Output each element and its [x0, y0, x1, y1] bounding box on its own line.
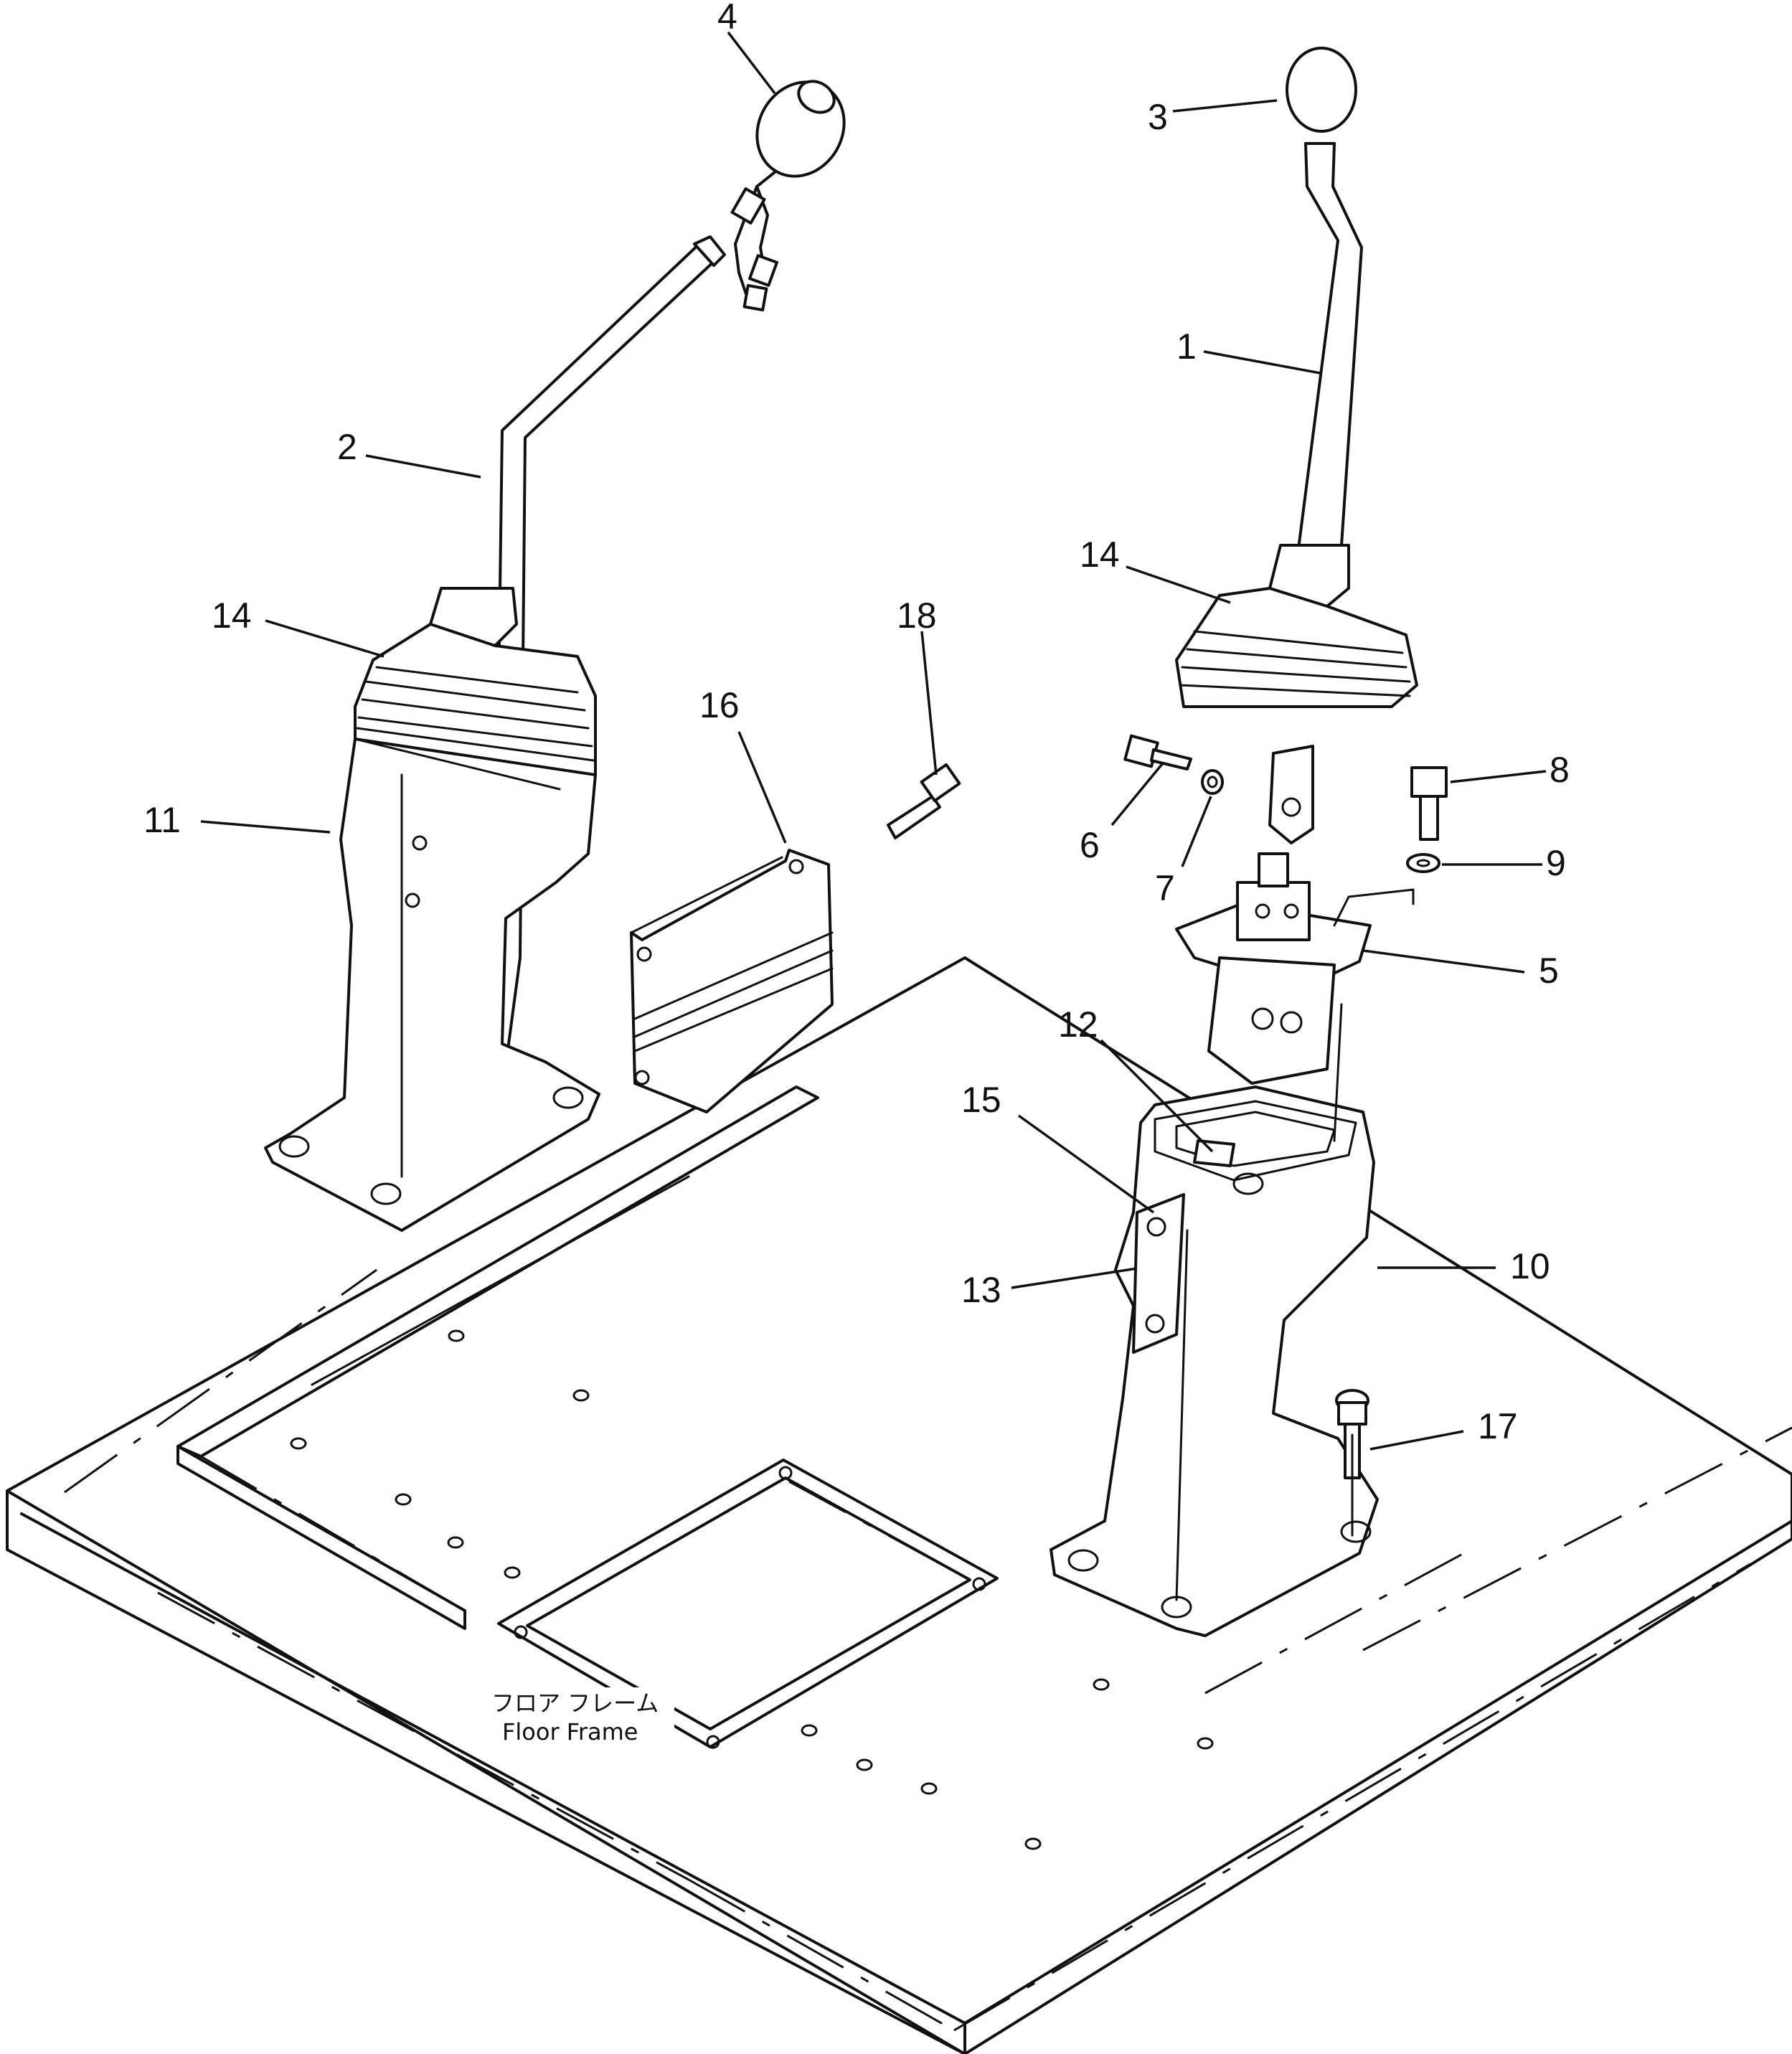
floor-frame-label-en: Floor Frame: [502, 1718, 638, 1746]
part-label-12: 12: [1058, 1004, 1098, 1045]
part-label-18: 17: [1478, 1406, 1518, 1446]
part-label-6: 6: [1080, 825, 1100, 865]
part-label-14-left: 14: [212, 595, 252, 636]
floor-frame-label-jp: フロア フレーム: [491, 1690, 659, 1717]
left-lever-assembly: [264, 80, 846, 1232]
part-label-1: 1: [1176, 326, 1197, 367]
floor-frame-plate: [6, 956, 1792, 2054]
leader-lines: [200, 31, 1547, 1451]
part-label-9: 9: [1546, 843, 1566, 883]
housing-left: [264, 738, 600, 1232]
knob-with-switch: [730, 80, 846, 312]
mounting-holes: [290, 1329, 1214, 1850]
right-lever-assembly: [1050, 47, 1448, 1637]
boot-right: [1175, 544, 1418, 708]
bolt-17: [887, 763, 961, 839]
part-label-7: 7: [1155, 868, 1175, 908]
part-label-14-right: 14: [1080, 534, 1120, 575]
part-label-15: 15: [961, 1080, 1001, 1120]
pilot-valve: [1175, 852, 1372, 1085]
part-labels: 4 3 1 2 14 14 18 16 11 8 6 9 7 5 12 15 1…: [143, 0, 1570, 1446]
housing-right: [1050, 1085, 1379, 1637]
part-label-3: 3: [1148, 97, 1168, 137]
part-label-11: 11: [143, 800, 181, 840]
part-label-8: 8: [1550, 750, 1570, 790]
part-label-4: 4: [717, 0, 737, 37]
part-label-16: 16: [699, 685, 740, 725]
part-label-13: 13: [961, 1270, 1001, 1310]
part-label-17: 18: [897, 595, 937, 636]
part-label-10: 10: [1510, 1246, 1550, 1286]
part-label-2: 2: [337, 427, 357, 467]
bolt-18: [1335, 1389, 1369, 1479]
cover-bracket: [630, 849, 834, 1113]
part-label-5: 5: [1539, 951, 1559, 991]
